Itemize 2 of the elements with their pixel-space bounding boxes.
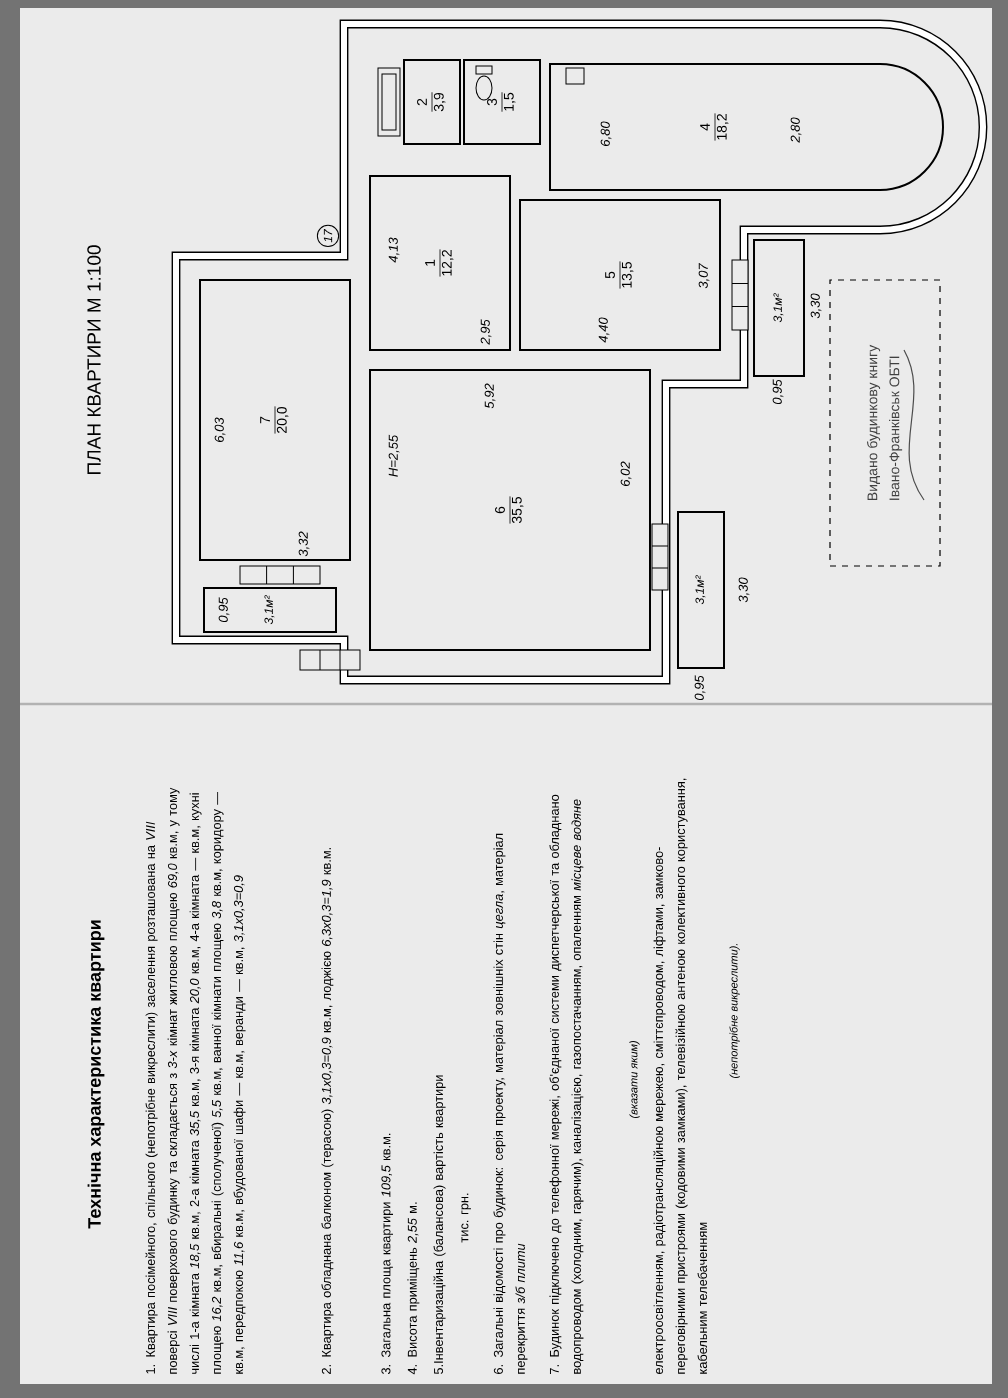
heading: Технічна характеристика квартири <box>87 920 105 1229</box>
plan-title: ПЛАН КВАРТИРИ М 1:100 <box>87 245 101 474</box>
